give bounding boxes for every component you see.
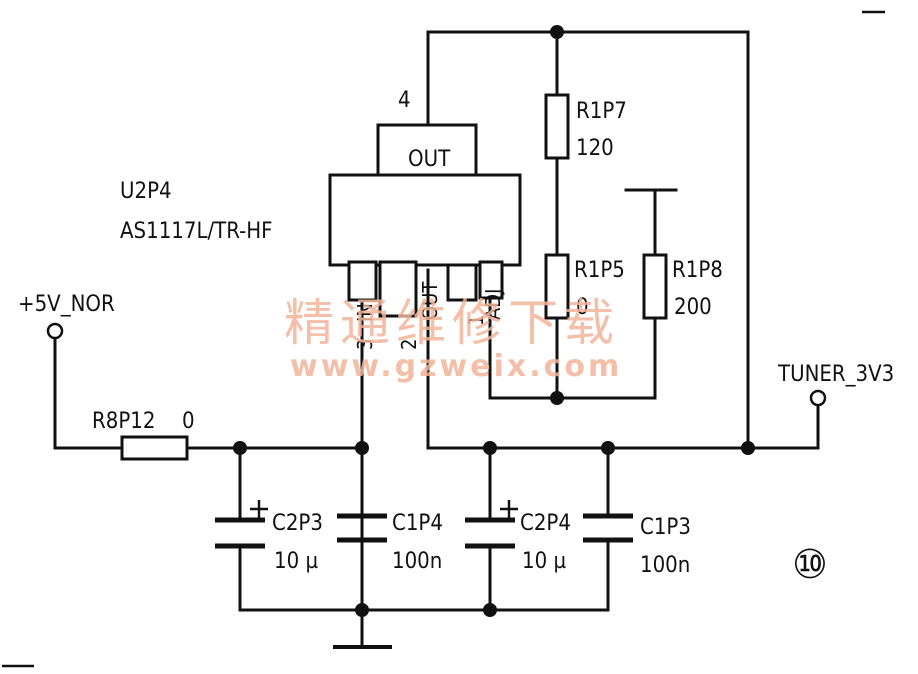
ic-body (328, 173, 522, 267)
capacitor-c1p3-value: 100n (640, 553, 690, 578)
figure-number-badge: ⑩ (792, 542, 828, 588)
capacitor-c2p3-ref: C2P3 (272, 511, 323, 536)
ic-pin-3-name: IN (353, 303, 377, 322)
resistor-r1p5: R1P5 0 (544, 253, 625, 320)
capacitor-c2p4-ref: C2P4 (520, 511, 571, 536)
output-terminal: TUNER_3V3 (777, 362, 894, 407)
capacitor-c1p4-ref: C1P4 (392, 511, 443, 536)
capacitor-c1p3-ref: C1P3 (640, 515, 691, 540)
input-net-label: +5V_NOR (18, 292, 115, 317)
capacitor-c1p4: C1P4 100n (337, 511, 443, 574)
ic-pin-3-leg (347, 260, 378, 302)
watermark: 精通维修下载 www.gzweix.com (284, 294, 622, 384)
resistor-r1p8-ref: R1P8 (672, 258, 723, 283)
ic-pin-1-number: 1 (464, 315, 488, 326)
resistor-r1p7-ref: R1P7 (576, 99, 627, 124)
input-terminal: +5V_NOR (18, 292, 115, 340)
ic-pin-2-leg (378, 260, 418, 318)
ic-tab-pin-number: 4 (398, 88, 411, 113)
ic-pin-1-name: ADJ (481, 289, 505, 320)
watermark-url: www.gzweix.com (290, 349, 622, 384)
ic-ref: U2P4 (120, 179, 172, 204)
capacitor-c2p4-value: 10 µ (522, 549, 566, 574)
output-net-label: TUNER_3V3 (777, 362, 894, 387)
resistor-r1p5-ref: R1P5 (574, 258, 625, 283)
regulator-ic: OUT 4 U2P4 AS1117L/TR-HF 3 IN 2 OUT 1 AD… (120, 88, 522, 350)
ic-pin-2-number: 2 (397, 339, 421, 350)
capacitor-c1p3: C1P3 100n (583, 513, 691, 578)
resistor-r1p7: R1P7 120 (544, 93, 627, 161)
resistor-r1p8-value: 200 (674, 295, 712, 320)
ic-tab-label: OUT (408, 147, 451, 172)
junction-dots (233, 25, 755, 617)
ic-part-number: AS1117L/TR-HF (120, 219, 273, 244)
ic-pin-2-name: OUT (418, 281, 442, 320)
resistor-r1p8: R1P8 200 (642, 253, 723, 320)
capacitor-c2p3-value: 10 µ (274, 549, 318, 574)
ic-pin-1-leg-right (478, 260, 504, 300)
ic-tab (376, 123, 478, 177)
ic-pin-1-leg (446, 263, 478, 302)
capacitor-c1p4-value: 100n (392, 549, 442, 574)
capacitor-c2p4: C2P4 10 µ (465, 500, 571, 574)
resistor-r8p12-ref: R8P12 (92, 409, 155, 434)
resistor-r1p7-value: 120 (576, 136, 614, 161)
resistor-r8p12: R8P12 0 (92, 409, 195, 461)
ic-pin-3-number: 3 (353, 339, 377, 350)
capacitor-c2p3: C2P3 10 µ (215, 500, 323, 574)
watermark-chinese: 精通维修下载 (284, 294, 620, 352)
resistor-r1p5-value: 0 (576, 295, 589, 320)
resistor-r8p12-value: 0 (182, 409, 195, 434)
